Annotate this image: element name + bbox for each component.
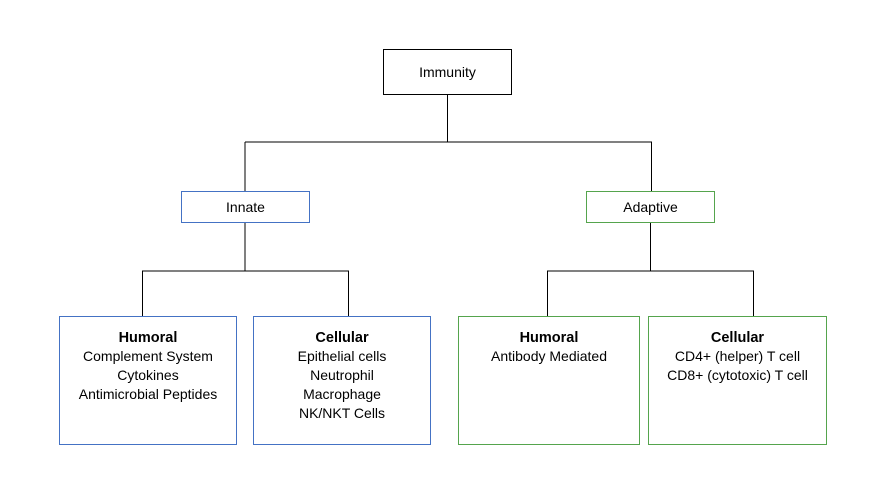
node-innate-label: Innate: [226, 199, 265, 215]
node-immunity[interactable]: Immunity: [383, 49, 512, 95]
node-innate-cellular-title: Cellular: [315, 330, 369, 346]
node-adaptive-cellular[interactable]: Cellular CD4+ (helper) T cell CD8+ (cyto…: [648, 316, 827, 445]
node-adaptive-cellular-title: Cellular: [710, 330, 765, 346]
node-adaptive-humoral-item-0: Antibody Mediated: [491, 348, 607, 364]
node-innate-humoral-title: Humoral: [118, 330, 178, 346]
node-adaptive-humoral[interactable]: Humoral Antibody Mediated: [458, 316, 640, 445]
node-immunity-label: Immunity: [419, 64, 476, 80]
node-innate-humoral[interactable]: Humoral Complement System Cytokines Anti…: [59, 316, 237, 445]
node-adaptive-humoral-title: Humoral: [519, 330, 579, 346]
node-innate[interactable]: Innate: [181, 191, 310, 223]
node-innate-humoral-body: Humoral Complement System Cytokines Anti…: [79, 317, 218, 404]
node-adaptive-humoral-body: Humoral Antibody Mediated: [491, 317, 607, 366]
node-innate-cellular-item-3: NK/NKT Cells: [298, 405, 386, 421]
node-innate-humoral-item-0: Complement System: [83, 348, 213, 364]
node-innate-cellular-item-1: Neutrophil: [310, 367, 374, 383]
node-innate-cellular-item-0: Epithelial cells: [297, 348, 387, 364]
node-adaptive-cellular-body: Cellular CD4+ (helper) T cell CD8+ (cyto…: [667, 317, 808, 385]
node-innate-humoral-item-1: Cytokines: [117, 367, 179, 383]
node-adaptive-cellular-item-0: CD4+ (helper) T cell: [674, 348, 801, 364]
node-adaptive-cellular-item-1: CD8+ (cytotoxic) T cell: [667, 367, 808, 383]
node-innate-cellular-item-2: Macrophage: [303, 386, 381, 402]
node-adaptive-label: Adaptive: [623, 199, 678, 215]
node-innate-cellular-body: Cellular Epithelial cells Neutrophil Mac…: [298, 317, 387, 423]
node-innate-cellular[interactable]: Cellular Epithelial cells Neutrophil Mac…: [253, 316, 431, 445]
node-innate-humoral-item-2: Antimicrobial Peptides: [78, 386, 218, 402]
node-adaptive[interactable]: Adaptive: [586, 191, 715, 223]
